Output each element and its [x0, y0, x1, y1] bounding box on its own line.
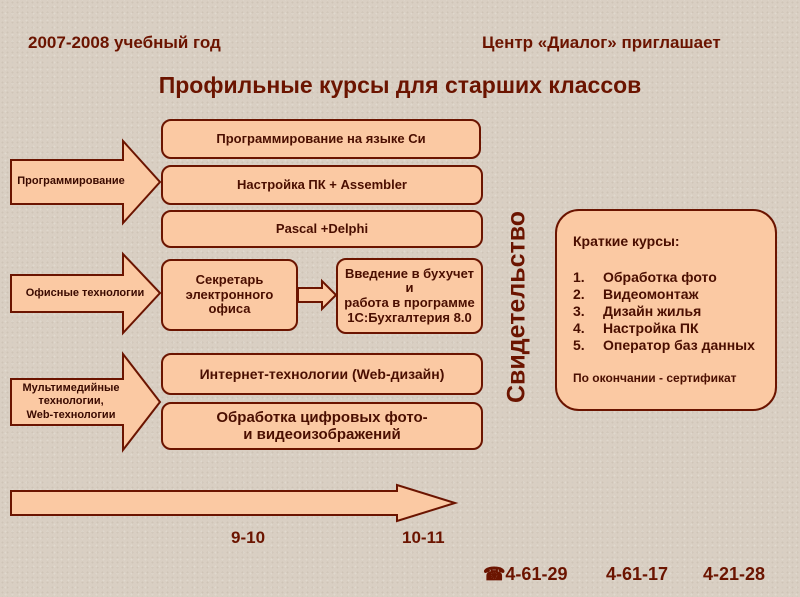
- course-photo-video: Обработка цифровых фото- и видеоизображе…: [161, 402, 483, 450]
- course-accounting: Введение в бухучет и работа в программе …: [336, 258, 483, 334]
- list-item: 5.Оператор баз данных: [573, 337, 755, 353]
- list-item: 2.Видеомонтаж: [573, 286, 699, 302]
- school-year: 2007-2008 учебный год: [28, 33, 221, 52]
- short-courses-list: 1.Обработка фото 2.Видеомонтаж 3.Дизайн …: [573, 269, 765, 354]
- phone-icon: ☎: [483, 564, 506, 584]
- course-pc-setup: Настройка ПК + Assembler: [161, 165, 483, 205]
- short-courses-box: Краткие курсы: 1.Обработка фото 2.Видеом…: [555, 209, 777, 411]
- list-item: 4.Настройка ПК: [573, 320, 699, 336]
- phone-line-1: ☎4-61-29: [483, 564, 568, 584]
- phone-line-3: 4-21-28: [703, 564, 766, 584]
- office-label: Офисные технологии: [25, 287, 145, 300]
- multimedia-label: Мультимедийные технологии, Web-технологи…: [22, 382, 120, 421]
- programming-arrow: [10, 138, 162, 226]
- grade-9-10: 9-10: [231, 528, 266, 547]
- list-item: 1.Обработка фото: [573, 269, 717, 285]
- center-invites: Центр «Диалог» приглашает: [482, 33, 721, 52]
- course-c-language: Программирование на языке Си: [161, 119, 481, 159]
- multimedia-arrow: [10, 351, 162, 453]
- timeline-arrow: [10, 483, 459, 523]
- course-internet: Интернет-технологии (Web-дизайн): [161, 353, 483, 395]
- certificate-label: Свидетельство: [502, 210, 531, 404]
- programming-label: Программирование: [17, 175, 125, 188]
- connector-arrow: [297, 278, 338, 312]
- page-title: Профильные курсы для старших классов: [158, 72, 642, 98]
- grade-10-11: 10-11: [402, 528, 445, 547]
- short-courses-footer: По окончании - сертификат: [573, 371, 737, 385]
- course-secretary: Секретарь электронного офиса: [161, 259, 298, 331]
- short-courses-title: Краткие курсы:: [573, 233, 680, 249]
- phone-line-2: 4-61-17: [606, 564, 669, 584]
- course-pascal: Pascal +Delphi: [161, 210, 483, 248]
- office-arrow: [10, 251, 162, 336]
- list-item: 3.Дизайн жилья: [573, 303, 702, 319]
